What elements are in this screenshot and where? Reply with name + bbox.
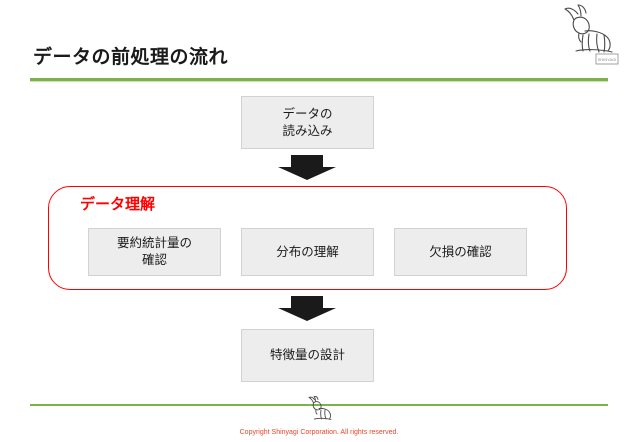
footer-divider: [30, 404, 608, 406]
company-logo: SHINYAGI: [552, 4, 624, 70]
node-summary-statistics-line2: 確認: [141, 253, 167, 267]
svg-text:SHINYAGI: SHINYAGI: [598, 57, 617, 62]
node-data-load-line2: 読み込み: [282, 123, 333, 138]
node-data-load-line1: データの: [282, 106, 333, 121]
title-divider: [30, 78, 608, 81]
group-data-understanding: [48, 186, 567, 290]
group-data-understanding-label: データ理解: [80, 196, 156, 213]
title-divider-light: [30, 81, 608, 82]
node-feature-engineering: 特徴量の設計: [241, 329, 374, 382]
footer-logo-icon: [305, 395, 333, 422]
node-summary-statistics: 要約統計量の 確認: [88, 228, 221, 276]
node-data-load: データの 読み込み: [241, 96, 374, 149]
node-distribution: 分布の理解: [241, 228, 374, 276]
node-summary-statistics-line1: 要約統計量の: [116, 236, 192, 251]
page-title: データの前処理の流れ: [33, 47, 229, 68]
arrow-understanding-to-feature: [277, 296, 337, 322]
node-missing-values: 欠損の確認: [394, 228, 527, 276]
arrow-load-to-understanding: [277, 155, 337, 181]
footer-copyright: Copyright Shinyagi Corporation. All righ…: [239, 429, 399, 436]
